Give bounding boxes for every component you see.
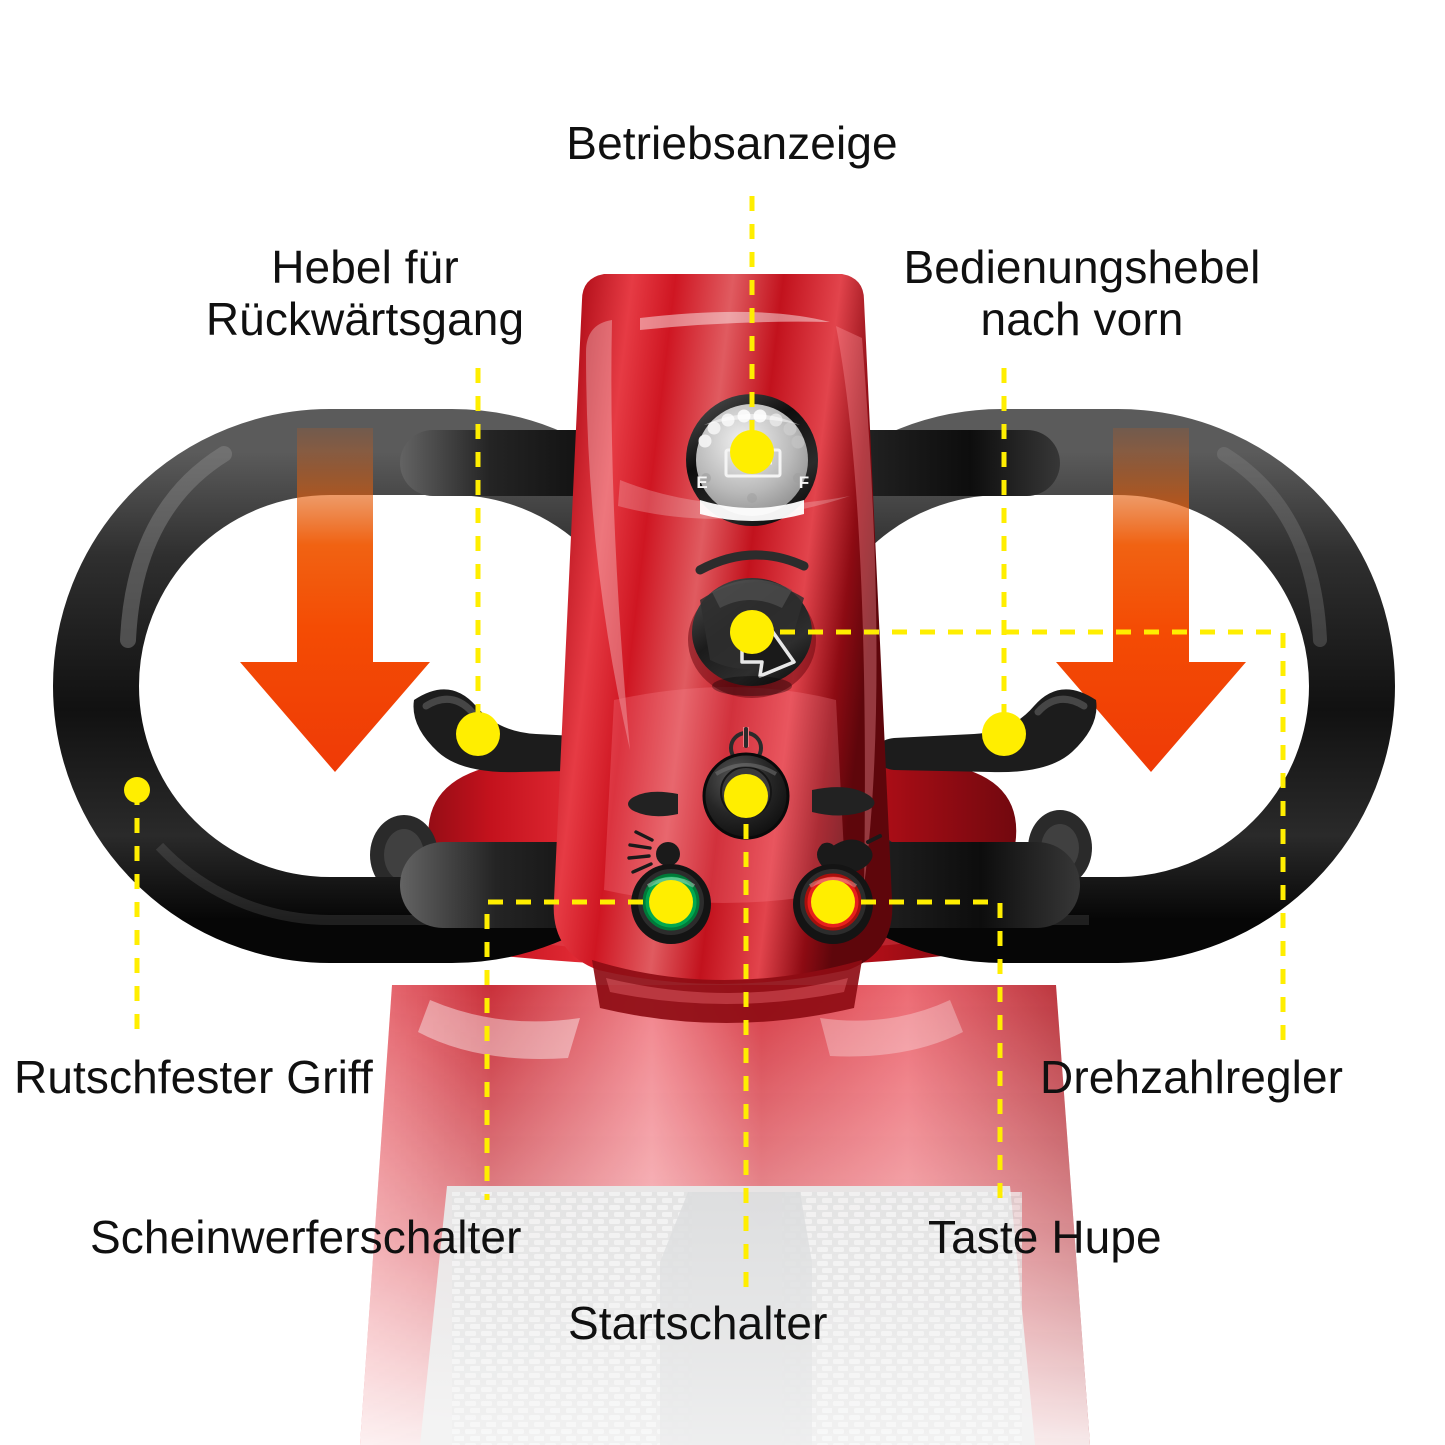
anchor-grip (124, 777, 150, 803)
dial-arc-icon (695, 550, 809, 575)
anchor-speed-dial (730, 610, 774, 654)
anchor-right-lever (982, 712, 1026, 756)
callout-bedienungshebel-nach-vorn: Bedienungshebel nach vorn (903, 241, 1261, 345)
push-down-arrow-right (1056, 428, 1246, 772)
callout-drehzahlregler: Drehzahlregler (1040, 1051, 1344, 1103)
leader-anchor-dots (124, 430, 1026, 924)
anchor-left-lever (456, 712, 500, 756)
callout-hebel-rueckwaertsgang: Hebel für Rückwärtsgang (205, 241, 525, 345)
gauge-label-full: F (799, 473, 809, 492)
callout-taste-hupe: Taste Hupe (928, 1211, 1162, 1263)
gauge-label-empty: E (696, 473, 707, 492)
anchor-key-switch (724, 774, 768, 818)
leader-drehzahlregler (752, 629, 1286, 1040)
scooter-deck (360, 985, 1090, 1445)
callout-rutschfester-griff: Rutschfester Griff (14, 1051, 373, 1103)
anchor-headlight (649, 880, 693, 924)
callout-scheinwerferschalter: Scheinwerferschalter (90, 1211, 522, 1263)
leader-scheinwerfer (484, 899, 671, 1200)
anchor-gauge (730, 430, 774, 474)
leader-taste-hupe (833, 899, 1003, 1200)
anchor-horn (811, 880, 855, 924)
push-down-arrow-left (240, 428, 430, 772)
right-lever[interactable] (876, 689, 1097, 773)
callout-betriebsanzeige: Betriebsanzeige (566, 117, 898, 169)
callout-startschalter: Startschalter (568, 1297, 828, 1349)
